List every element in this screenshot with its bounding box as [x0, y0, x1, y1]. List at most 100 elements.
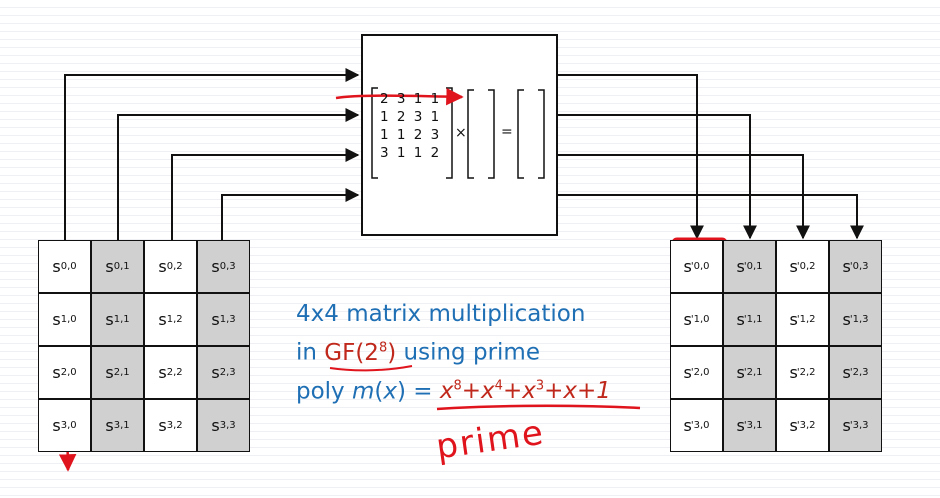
- poly-x: x: [383, 378, 397, 405]
- cell-prime: ': [690, 420, 694, 431]
- cell-subscript: 3,1: [746, 420, 763, 431]
- field-close: ): [387, 339, 397, 366]
- caption-using-prime: using prime: [396, 339, 540, 366]
- output-state-cell: s'0,0: [670, 240, 723, 293]
- cell-prime: ': [690, 314, 694, 325]
- cell-symbol: s: [105, 257, 114, 276]
- cell-subscript: 3,3: [852, 420, 869, 431]
- vector-left-bracket: [467, 89, 474, 179]
- cell-subscript: 2,0: [693, 367, 710, 378]
- output-state-cell: s'3,0: [670, 399, 723, 452]
- cell-subscript: 0,3: [852, 261, 869, 272]
- caption-line-3: poly m(x) = x8+x4+x3+x+1: [296, 370, 611, 409]
- cell-subscript: 1,0: [60, 314, 77, 325]
- matrix-row: 1 2 3 1: [380, 109, 442, 125]
- output-state-cell: s'1,2: [776, 293, 829, 346]
- poly-term: +x+1: [544, 378, 611, 405]
- cell-subscript: 2,1: [113, 367, 130, 378]
- poly-m: m: [351, 378, 375, 405]
- cell-prime: ': [743, 314, 747, 325]
- cell-prime: ': [849, 420, 853, 431]
- cell-prime: ': [849, 261, 853, 272]
- output-state-cell: s'2,2: [776, 346, 829, 399]
- cell-subscript: 1,1: [746, 314, 763, 325]
- output-state-cell: s'3,3: [829, 399, 882, 452]
- cell-symbol: s: [52, 363, 61, 382]
- poly-term: x: [439, 378, 454, 405]
- output-state-cell: s'0,3: [829, 240, 882, 293]
- cell-symbol: s: [683, 310, 692, 329]
- cell-symbol: s: [683, 257, 692, 276]
- output-state-cell: s'1,0: [670, 293, 723, 346]
- cell-subscript: 0,0: [60, 261, 77, 272]
- cell-subscript: 2,1: [746, 367, 763, 378]
- cell-subscript: 0,2: [166, 261, 183, 272]
- caption-line-2: in GF(28) using prime: [296, 331, 611, 370]
- output-state-cell: s'3,2: [776, 399, 829, 452]
- cell-prime: ': [743, 261, 747, 272]
- output-state-cell: s'2,0: [670, 346, 723, 399]
- poly-exponent: 3: [535, 378, 545, 394]
- cell-subscript: 3,0: [60, 420, 77, 431]
- cell-symbol: s: [158, 416, 167, 435]
- cell-subscript: 1,1: [113, 314, 130, 325]
- cell-symbol: s: [736, 416, 745, 435]
- cell-subscript: 2,0: [60, 367, 77, 378]
- cell-symbol: s: [211, 363, 220, 382]
- cell-symbol: s: [842, 257, 851, 276]
- cell-subscript: 0,1: [113, 261, 130, 272]
- cell-symbol: s: [736, 257, 745, 276]
- cell-subscript: 3,3: [219, 420, 236, 431]
- cell-subscript: 1,0: [693, 314, 710, 325]
- matrix-row: 1 1 2 3: [380, 127, 442, 143]
- red-poly-underline: [436, 404, 641, 411]
- cell-symbol: s: [105, 363, 114, 382]
- galois-field: GF(28): [324, 340, 396, 366]
- output-state-cell: s'1,3: [829, 293, 882, 346]
- cell-subscript: 2,2: [166, 367, 183, 378]
- cell-symbol: s: [683, 416, 692, 435]
- cell-subscript: 0,3: [219, 261, 236, 272]
- poly-exponent: 4: [494, 378, 503, 394]
- cell-symbol: s: [211, 416, 220, 435]
- output-arrow-col2: [557, 154, 810, 240]
- output-state-cell: s'2,3: [829, 346, 882, 399]
- mixcolumns-box: [361, 34, 558, 236]
- cell-symbol: s: [842, 310, 851, 329]
- field-text: GF(2: [324, 339, 379, 366]
- cell-subscript: 3,1: [113, 420, 130, 431]
- cell-subscript: 0,2: [799, 261, 816, 272]
- cell-prime: ': [849, 314, 853, 325]
- cell-symbol: s: [736, 310, 745, 329]
- output-state-cell: s'3,1: [723, 399, 776, 452]
- cell-symbol: s: [842, 363, 851, 382]
- cell-subscript: 1,3: [852, 314, 869, 325]
- cell-subscript: 1,2: [166, 314, 183, 325]
- matrix-row: 2 3 1 1: [380, 91, 442, 107]
- poly-paren-close: ) =: [397, 378, 440, 405]
- cell-prime: ': [743, 367, 747, 378]
- times-symbol: ×: [455, 125, 467, 141]
- caption-in: in: [296, 339, 325, 366]
- cell-symbol: s: [789, 310, 798, 329]
- cell-symbol: s: [105, 310, 114, 329]
- input-arrow-col2: [171, 148, 360, 240]
- poly-term: +x: [502, 378, 536, 405]
- cell-prime: ': [690, 367, 694, 378]
- cell-symbol: s: [158, 310, 167, 329]
- matrix-left-bracket: [371, 87, 378, 179]
- output-arrow-col1: [557, 114, 757, 240]
- matrix-entries: 2 3 1 1 1 2 3 1 1 1 2 3 3 1 1 2: [380, 90, 441, 162]
- input-arrow-col1: [117, 108, 360, 240]
- cell-symbol: s: [683, 363, 692, 382]
